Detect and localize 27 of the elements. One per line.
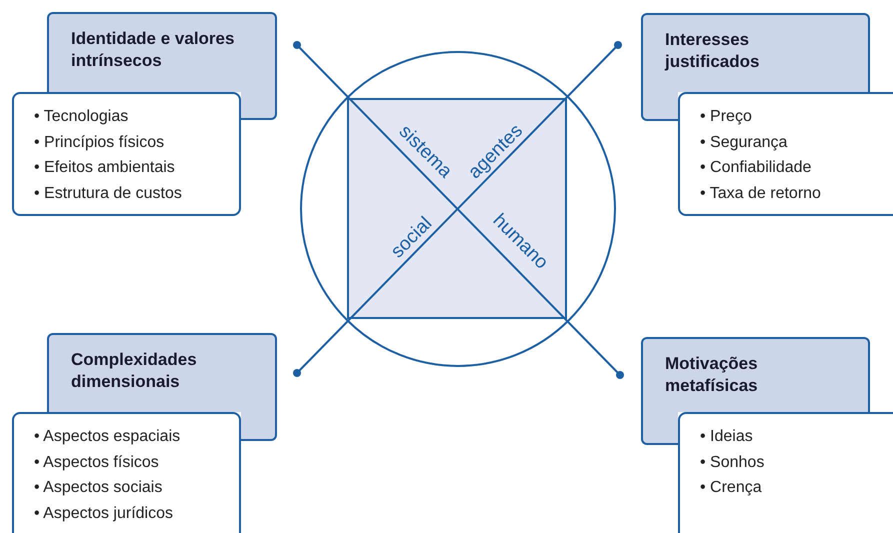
heading-card bbox=[641, 337, 870, 412]
list-item: • Aspectos sociais bbox=[34, 478, 164, 498]
card-heading: Interesses justificados bbox=[665, 29, 760, 73]
heading-card bbox=[47, 12, 277, 92]
list-item: • Confiabilidade bbox=[700, 158, 812, 178]
list-item: • Segurança bbox=[700, 132, 788, 152]
list-item: • Aspectos espaciais bbox=[34, 427, 182, 447]
list-item: • Crença bbox=[700, 478, 763, 498]
list-item: • Taxa de retorno bbox=[700, 184, 822, 204]
list-card bbox=[678, 92, 893, 216]
card-heading: Complexidades dimensionais bbox=[71, 349, 198, 393]
list-item: • Tecnologias bbox=[34, 107, 130, 127]
card-heading: Identidade e valores intrínsecos bbox=[71, 28, 236, 72]
list-card bbox=[678, 412, 893, 533]
list-item: • Estrutura de custos bbox=[34, 184, 183, 204]
list-card bbox=[12, 412, 241, 533]
list-item: • Aspectos físicos bbox=[34, 452, 160, 472]
list-card bbox=[12, 92, 241, 216]
list-item: • Preço bbox=[700, 107, 753, 127]
list-item: • Aspectos jurídicos bbox=[34, 504, 174, 524]
list-item: • Sonhos bbox=[700, 452, 766, 472]
card-heading: Motivações metafísicas bbox=[665, 353, 759, 397]
heading-card bbox=[47, 333, 277, 412]
list-item: • Ideias bbox=[700, 427, 754, 447]
list-item: • Efeitos ambientais bbox=[34, 158, 176, 178]
heading-card bbox=[641, 13, 870, 92]
list-item: • Princípios físicos bbox=[34, 132, 166, 152]
